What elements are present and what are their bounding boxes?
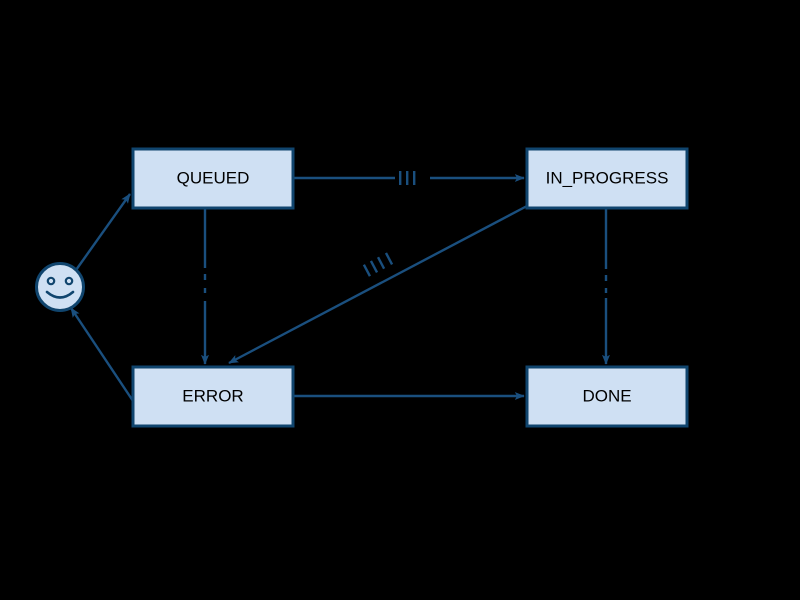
node-error-box: [131, 365, 295, 428]
edge-error-to-start[interactable]: [70, 307, 134, 402]
node-done[interactable]: DONE: [525, 365, 689, 428]
edge-in-progress-to-done[interactable]: [599, 208, 614, 365]
edge-queued-to-error[interactable]: [198, 208, 213, 365]
edge-queued-to-in-progress[interactable]: [293, 171, 525, 185]
node-queued[interactable]: QUEUED: [131, 147, 295, 210]
edge-in-progress-to-error[interactable]: [228, 204, 528, 365]
node-done-box: [525, 365, 689, 428]
node-queued-box: [131, 147, 295, 210]
smiley-mouth-icon: [45, 290, 75, 299]
edges-layer: [70, 171, 614, 402]
smiley-right-eye-icon: [64, 276, 74, 286]
node-error[interactable]: ERROR: [131, 365, 295, 428]
start-node-smiley[interactable]: [35, 262, 85, 312]
node-in-progress[interactable]: IN_PROGRESS: [525, 147, 689, 210]
edge-start-to-queued[interactable]: [75, 193, 131, 271]
smiley-face-icon: [35, 262, 85, 312]
node-in-progress-box: [525, 147, 689, 210]
smiley-left-eye-icon: [46, 276, 56, 286]
